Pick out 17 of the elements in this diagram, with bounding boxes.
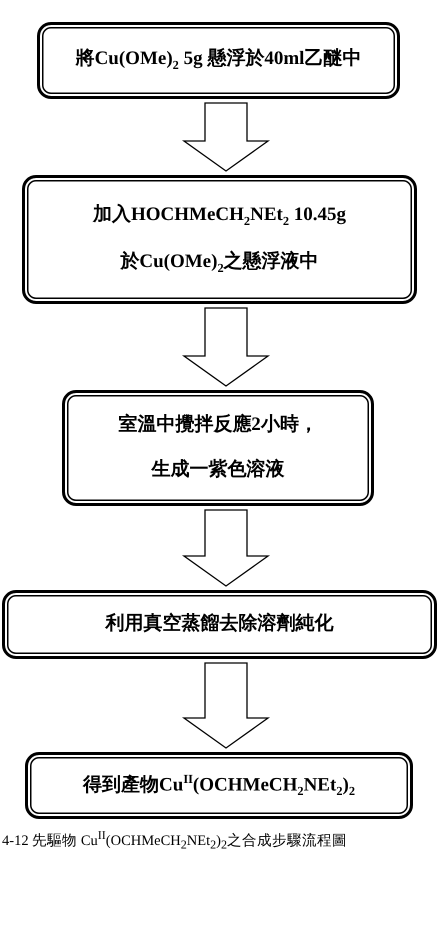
figure-caption: 4-12 先驅物 Cu$^{II}$(OCHMeCH$_{2}$NEt$_{2}$)$_{2}$之合成步驟流程圖 — [2, 828, 348, 853]
step-text: 加入HOCHMeCH$_{2}$NEt$_{2}$ 10.45g — [92, 204, 346, 228]
process-box — [25, 752, 413, 819]
process-box — [22, 175, 417, 304]
block-arrow — [182, 509, 270, 587]
block-arrow — [182, 102, 270, 172]
process-box — [2, 590, 437, 659]
step-text: 於Cu(OMe)$_{2}$之懸浮液中 — [120, 250, 319, 276]
step-text: 生成一紫色溶液 — [152, 459, 284, 482]
process-box — [62, 390, 374, 506]
step-text: 利用真空蒸餾去除溶劑純化 — [106, 613, 334, 636]
step-text: 室溫中攪拌反應2小時， — [118, 414, 318, 437]
process-box — [37, 22, 400, 99]
step-text: 將Cu(OMe)$_{2}$ 5g 懸浮於40ml乙醚中 — [76, 48, 362, 73]
step-text: 得到產物Cu$^{II}$(OCHMeCH$_{2}$NEt$_{2}$)$_{2}$ — [83, 772, 355, 799]
block-arrow — [182, 307, 270, 387]
block-arrow — [182, 662, 270, 749]
